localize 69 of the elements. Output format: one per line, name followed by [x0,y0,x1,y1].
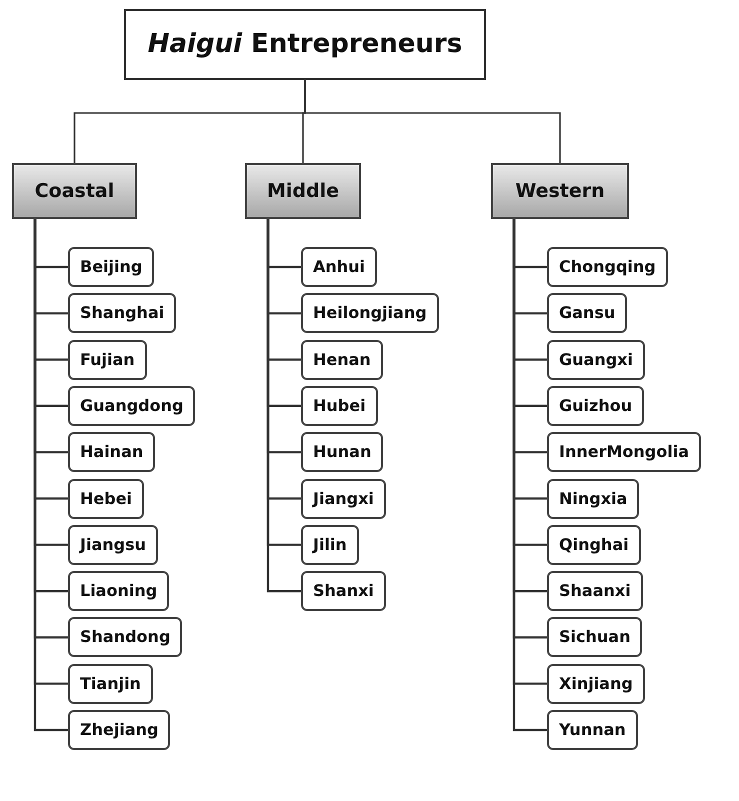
province-box [68,664,153,704]
province-box [301,432,384,472]
node-label: Shanghai [80,302,164,324]
province-box [301,247,378,287]
province-box [547,478,640,518]
node-label: Ningxia [559,488,628,510]
node-label: Fujian [80,348,135,371]
node-label: Guangxi [559,348,633,371]
province-box [547,524,641,565]
node-label: Gansu [559,302,616,324]
node-label: Haigui Entrepreneurs [148,28,462,61]
node-label: Guangdong [80,394,184,417]
category-box [12,163,137,219]
node-label: Heilongjiang [313,302,427,324]
node-label: Beijing [80,256,142,278]
connector-line [304,80,561,163]
province-box [68,524,158,565]
node-label: InnerMongolia [559,441,689,464]
node-label: Hainan [80,441,144,464]
province-box [547,432,701,472]
node-label: Xinjiang [559,672,633,695]
node-label: Coastal [34,178,114,204]
province-box [68,432,156,472]
province-box [68,340,147,380]
province-box [301,524,359,565]
province-box [547,386,644,426]
node-label: Jiangxi [313,488,374,510]
node-label: Anhui [313,256,366,278]
node-label: Sichuan [559,626,630,648]
province-box [68,247,154,287]
province-box [547,340,645,380]
node-label: Zhejiang [80,719,158,741]
node-label: Qinghai [559,534,629,556]
province-box [547,571,643,612]
node-label: Henan [313,348,371,371]
node-label: Hunan [313,441,372,464]
province-box [301,478,386,518]
province-box [68,710,170,750]
node-label: Western [515,178,605,204]
province-box [547,247,668,287]
node-label: Shandong [80,626,170,648]
province-box [301,386,378,426]
node-label: Guizhou [559,394,632,417]
province-box [68,617,182,658]
province-box [547,710,638,750]
category-box [491,163,629,219]
province-box [68,478,144,518]
root-box [124,9,486,80]
province-box [68,293,176,334]
province-box [68,571,170,612]
province-box [68,386,196,426]
province-box [547,293,628,334]
node-label: Jilin [313,534,347,556]
node-label: Shaanxi [559,580,631,602]
province-box [547,617,642,658]
province-box [547,664,645,704]
node-label: Tianjin [80,672,141,695]
node-label: Chongqing [559,256,656,278]
node-label: Liaoning [80,580,158,602]
node-label: Jiangsu [80,534,146,556]
node-label: Yunnan [559,719,626,741]
province-box [301,293,439,334]
node-label: Hebei [80,488,132,510]
node-label: Middle [266,178,340,204]
node-label: Hubei [313,394,366,417]
category-box [245,163,361,219]
province-box [301,340,383,380]
node-label: Shanxi [313,580,374,602]
province-box [301,571,386,612]
